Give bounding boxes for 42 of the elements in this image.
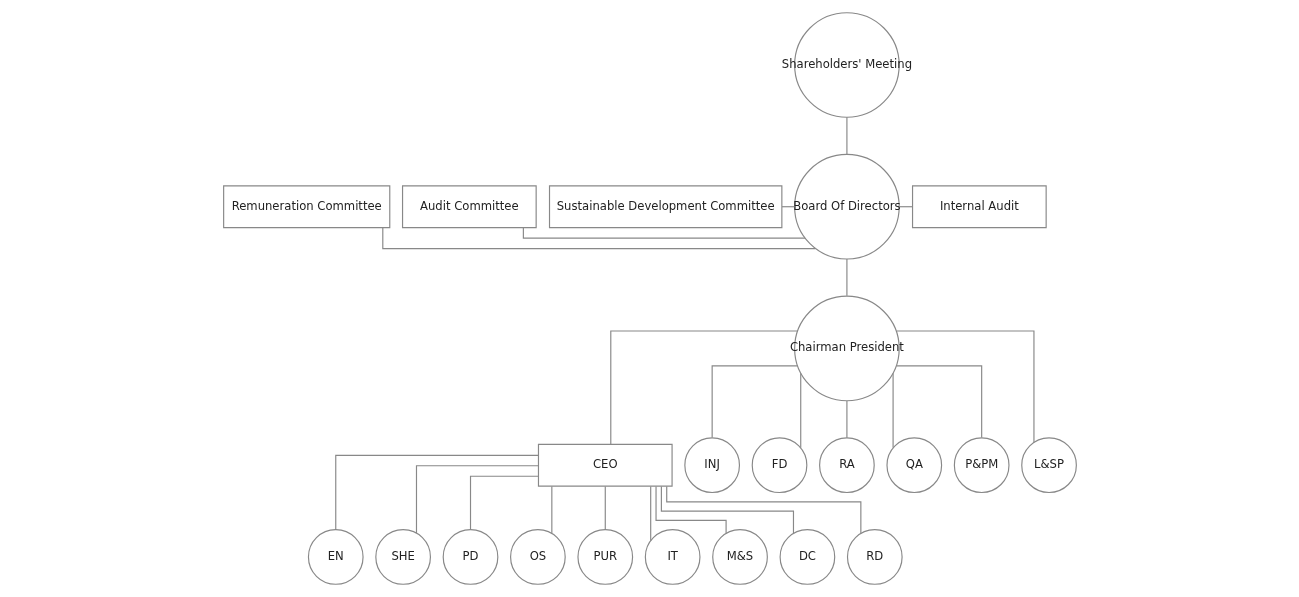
node-box: Internal Audit: [911, 185, 1047, 229]
node-circle: RD: [846, 529, 903, 585]
connector: [799, 372, 801, 449]
node-circle: RA: [818, 437, 875, 494]
connector: [665, 485, 861, 534]
connector: [381, 227, 816, 250]
connector: [845, 258, 847, 297]
node-circle: PD: [442, 529, 498, 585]
connector: [550, 485, 552, 534]
connector: [895, 330, 1035, 444]
node-circle: M&S: [711, 529, 768, 585]
node-circle: QA: [885, 437, 942, 494]
connector: [892, 372, 894, 449]
connector: [649, 485, 651, 542]
connector: [711, 365, 798, 439]
connector: [845, 116, 847, 155]
connector: [604, 485, 606, 531]
node-circle: IT: [644, 529, 701, 585]
node-box: Audit Committee: [401, 185, 537, 229]
connector: [609, 330, 798, 445]
node-circle: SHE: [374, 529, 431, 585]
node-circle: OS: [509, 529, 566, 585]
connector: [895, 365, 982, 439]
node-circle: INJ: [683, 437, 740, 494]
node-label: Shareholders' Meeting: [781, 56, 912, 71]
node-circle: L&SP: [1020, 437, 1077, 494]
connector: [845, 400, 847, 439]
connector: [660, 485, 794, 535]
node-circle: FD: [751, 437, 807, 494]
node-circle: PUR: [576, 529, 633, 585]
node-circle: Board Of Directors: [793, 153, 900, 260]
node-circle: P&PM: [953, 437, 1010, 494]
connector: [654, 485, 727, 534]
node-circle: EN: [307, 529, 364, 585]
connector: [334, 454, 539, 530]
connector: [469, 475, 539, 531]
node-box: Remuneration Committee: [222, 185, 390, 229]
connector: [415, 465, 539, 534]
connector: [522, 227, 806, 239]
node-box: Sustainable Development Committee: [548, 185, 782, 229]
node-circle: DC: [779, 529, 835, 585]
node-box: CEO: [537, 443, 673, 487]
